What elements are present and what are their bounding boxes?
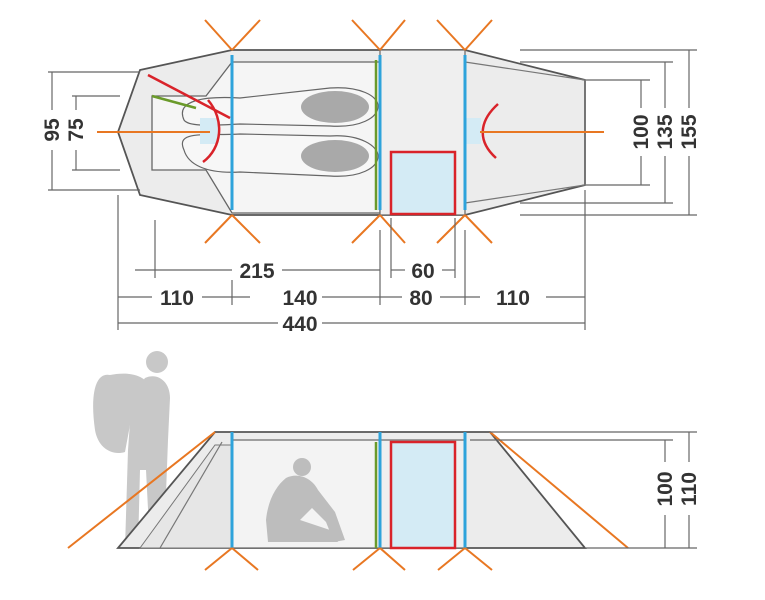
- dim-vestibule-door-width: 60: [411, 260, 434, 283]
- top-dim-lines: [48, 49, 697, 330]
- dim-rear-middle-width: 135: [654, 114, 677, 149]
- dim-outer-height: 110: [678, 472, 701, 506]
- sitting-person-silhouette: [266, 458, 345, 542]
- dim-front-inner-width: 75: [65, 118, 88, 142]
- dim-rear-outer-width: 155: [678, 114, 701, 149]
- guy-lines-top: [97, 19, 604, 244]
- dim-front-vestibule: 110: [160, 287, 194, 310]
- dim-middle-section: 80: [409, 287, 432, 310]
- dim-inner-height: 100: [654, 471, 677, 506]
- pole-green-front: [151, 94, 197, 110]
- side-door: [389, 440, 457, 550]
- dim-rear-vestibule: 110: [496, 287, 530, 310]
- dim-total-length: 440: [282, 313, 317, 336]
- top-view: 215 60 110 140 80 110 440 95 75 100 135 …: [41, 19, 701, 336]
- side-dim-lines: [470, 431, 697, 549]
- dim-rear-inner-width: 100: [630, 114, 653, 149]
- vestibule-door: [389, 150, 457, 216]
- sleeping-bag-hood-1: [301, 91, 369, 123]
- front-pole-side: [159, 441, 223, 549]
- sleeping-bag-hood-2: [301, 140, 369, 172]
- guy-lines-side: [67, 431, 629, 571]
- rear-door-panel: [465, 118, 481, 144]
- side-view: 100 110: [67, 351, 701, 571]
- pole-red-front-arc: [202, 99, 221, 164]
- dim-bedroom: 140: [282, 287, 317, 310]
- dim-front-outer-width: 95: [41, 118, 64, 142]
- dim-inner-bedroom-length: 215: [239, 260, 274, 283]
